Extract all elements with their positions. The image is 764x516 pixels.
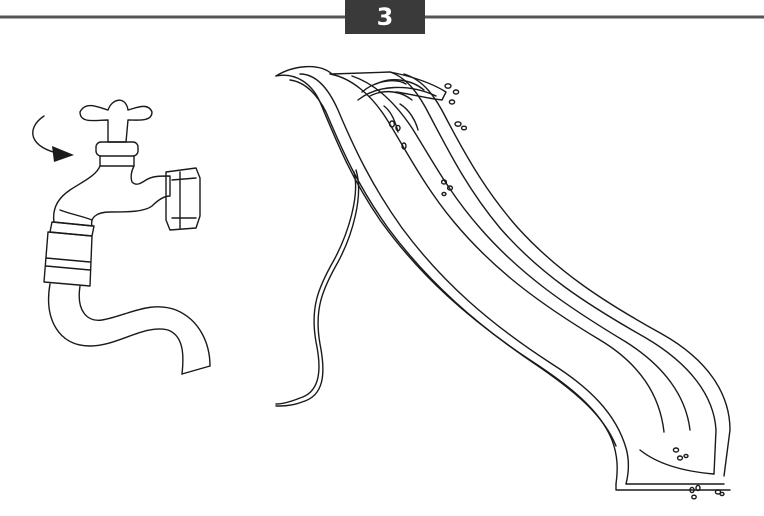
step-number-badge: 3 (345, 0, 425, 34)
water-slide-icon (275, 66, 731, 491)
garden-hose-icon (275, 169, 360, 407)
garden-hose-icon (43, 221, 211, 375)
water-droplets-icon (388, 83, 725, 500)
rotation-arrow-icon (32, 115, 74, 162)
faucet-icon (52, 99, 201, 231)
